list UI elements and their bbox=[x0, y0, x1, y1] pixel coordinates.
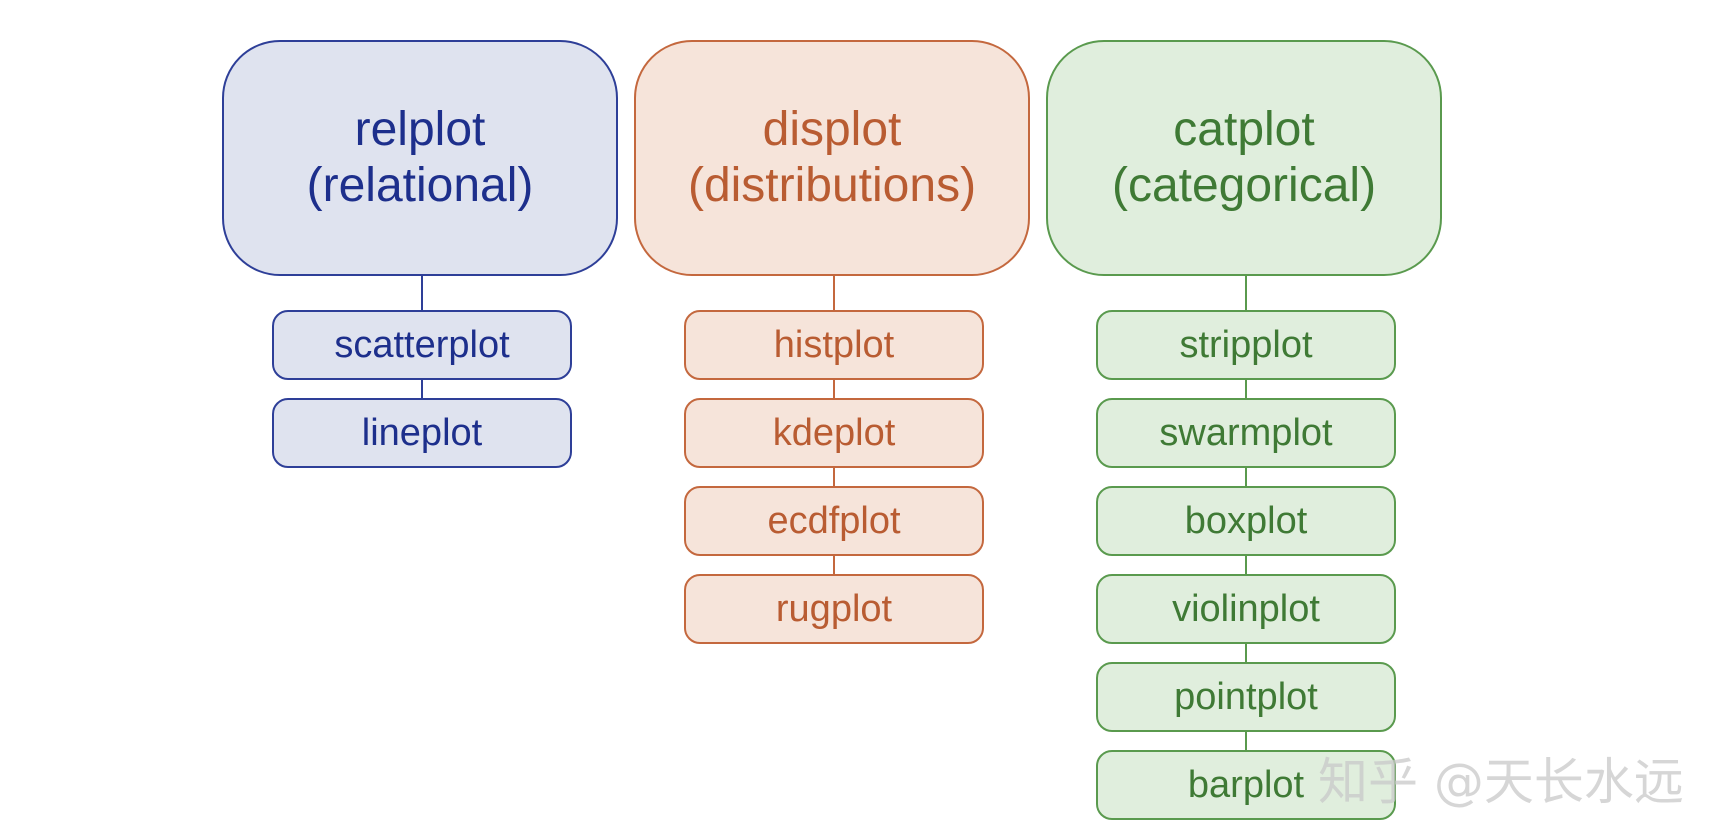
header-subtitle: (distributions) bbox=[687, 159, 977, 212]
header-subtitle: (relational) bbox=[306, 159, 534, 212]
header-displot: displot (distributions) bbox=[634, 40, 1030, 276]
item-boxplot: boxplot bbox=[1096, 486, 1396, 556]
header-relplot: relplot (relational) bbox=[222, 40, 618, 276]
item-lineplot: lineplot bbox=[272, 398, 572, 468]
item-list: histplot kdeplot ecdfplot rugplot bbox=[684, 310, 984, 662]
item-kdeplot: kdeplot bbox=[684, 398, 984, 468]
item-barplot: barplot bbox=[1096, 750, 1396, 820]
item-rugplot: rugplot bbox=[684, 574, 984, 644]
group-relplot: relplot (relational) scatterplot lineplo… bbox=[222, 0, 622, 838]
item-histplot: histplot bbox=[684, 310, 984, 380]
item-list: stripplot swarmplot boxplot violinplot p… bbox=[1096, 310, 1396, 838]
group-displot: displot (distributions) histplot kdeplot… bbox=[634, 0, 1034, 838]
item-swarmplot: swarmplot bbox=[1096, 398, 1396, 468]
group-catplot: catplot (categorical) stripplot swarmplo… bbox=[1046, 0, 1446, 838]
item-pointplot: pointplot bbox=[1096, 662, 1396, 732]
item-violinplot: violinplot bbox=[1096, 574, 1396, 644]
header-subtitle: (categorical) bbox=[1111, 159, 1377, 212]
header-title: catplot bbox=[1173, 103, 1315, 156]
header-title: relplot bbox=[354, 103, 486, 156]
item-ecdfplot: ecdfplot bbox=[684, 486, 984, 556]
header-title: displot bbox=[762, 103, 902, 156]
header-catplot: catplot (categorical) bbox=[1046, 40, 1442, 276]
item-scatterplot: scatterplot bbox=[272, 310, 572, 380]
watermark-text: 知乎 @天长水远 bbox=[1318, 753, 1684, 811]
item-list: scatterplot lineplot bbox=[272, 310, 572, 486]
item-stripplot: stripplot bbox=[1096, 310, 1396, 380]
